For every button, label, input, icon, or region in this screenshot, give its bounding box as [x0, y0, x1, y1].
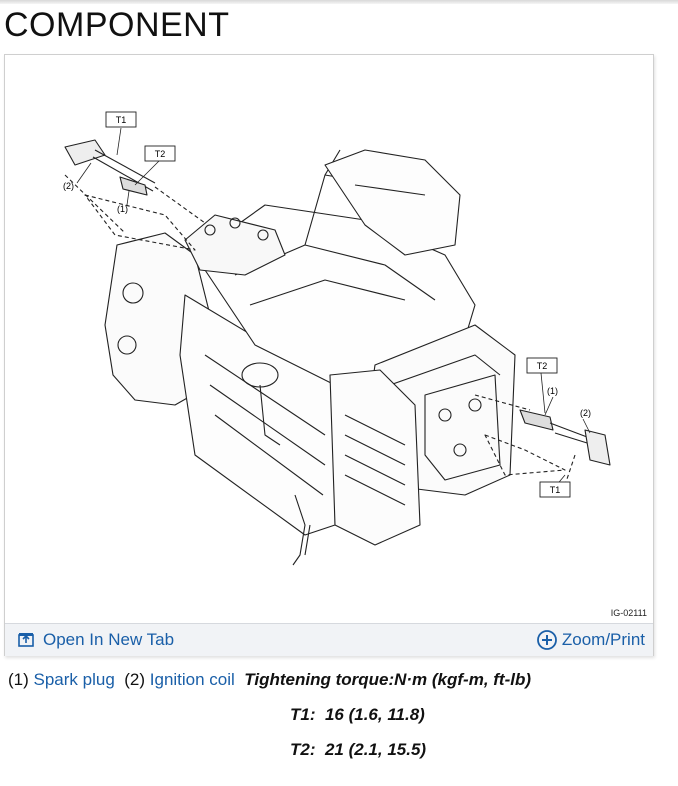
zoom-print-button[interactable]: Zoom/Print	[536, 624, 645, 656]
callout-t1-right-box	[539, 481, 571, 498]
zoom-print-label: Zoom/Print	[561, 630, 645, 649]
torque-row-t1: T1: 16 (1.6, 11.8)	[290, 705, 425, 725]
torque-t1-value: 16 (1.6, 11.8)	[324, 705, 425, 724]
torque-heading: Tightening torque:N·m (kgf-m, ft-lb)	[244, 670, 532, 689]
callout-t1-right: T1	[550, 485, 561, 495]
callout-t2-right: T2	[537, 361, 548, 371]
spark-plug-link[interactable]: Spark plug	[33, 670, 115, 689]
callout-t1-top-box	[105, 111, 137, 128]
component-legend: (1) Spark plug (2) Ignition coil Tighten…	[8, 670, 531, 690]
callout-t2-right-box	[526, 357, 558, 374]
torque-row-t2: T2: 21 (2.1, 15.5)	[290, 740, 426, 760]
callout-t2-top: T2	[155, 149, 166, 159]
open-tab-icon	[17, 631, 35, 649]
callout-2-left: (2)	[63, 181, 74, 191]
page-title: COMPONENT	[4, 6, 230, 44]
legend-item2-number: (2)	[124, 670, 146, 689]
engine-illustration: T1 T2 (2) (1) T2 (1) (2) T1	[63, 111, 611, 566]
top-border	[0, 0, 678, 4]
open-new-tab-label: Open In New Tab	[43, 630, 175, 649]
figure-toolbar: Open In New Tab Zoom/Print	[5, 623, 653, 656]
figure-id: IG-02111	[610, 608, 647, 618]
torque-t2-label: T2:	[290, 740, 316, 759]
callout-1-right: (1)	[547, 386, 558, 396]
callout-1-left: (1)	[117, 204, 128, 214]
zoom-plus-icon	[536, 629, 558, 651]
callout-t2-top-box	[144, 145, 176, 162]
callout-2-right: (2)	[580, 408, 591, 418]
legend-item1-number: (1)	[8, 670, 29, 689]
ignition-coil-link[interactable]: Ignition coil	[149, 670, 235, 689]
torque-t1-label: T1:	[290, 705, 316, 724]
torque-t2-value: 21 (2.1, 15.5)	[324, 740, 427, 759]
open-new-tab-button[interactable]: Open In New Tab	[17, 624, 174, 656]
callout-t1-top: T1	[116, 115, 127, 125]
engine-diagram[interactable]: T1 T2 (2) (1) T2 (1) (2) T1 IG-02111	[5, 55, 653, 623]
figure-card: T1 T2 (2) (1) T2 (1) (2) T1 IG-02111	[4, 54, 654, 656]
